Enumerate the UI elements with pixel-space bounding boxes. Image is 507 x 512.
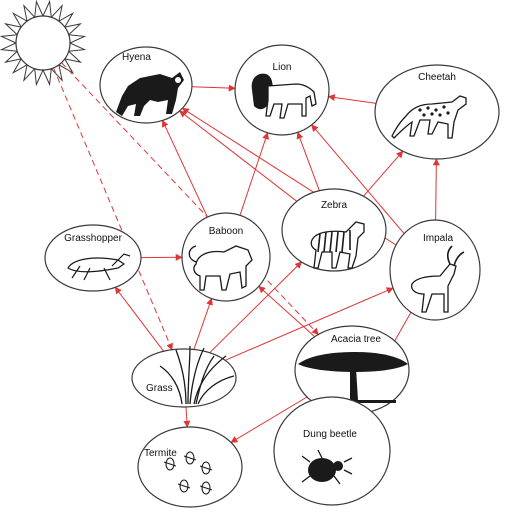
arrow-acacia-to-baboon [258, 285, 316, 338]
grass-icon [159, 345, 235, 405]
node-grass: Grass [131, 345, 237, 408]
node-label-termite: Termite [144, 448, 177, 459]
node-lion: Lion [234, 44, 330, 136]
sun-ray [3, 23, 22, 36]
impala-icon [410, 245, 465, 313]
sun-ray [68, 42, 87, 52]
baboon-icon [188, 245, 253, 291]
sun-ray [34, 68, 44, 87]
sun-ray [58, 58, 75, 75]
hyena-icon [116, 72, 184, 116]
sun-ray [0, 34, 18, 44]
sun-ray [23, 3, 36, 22]
node-label-cheetah: Cheetah [418, 72, 456, 83]
sun-ray [42, 68, 52, 87]
sun-ray [11, 11, 28, 28]
node-cheetah: Cheetah [374, 64, 500, 160]
dung-beetle-icon [301, 449, 353, 485]
sun-ray [23, 64, 36, 83]
node-hyena: Hyena [99, 46, 193, 124]
arrow-zebra-to-lion [296, 131, 320, 191]
arrow-zebra-to-hyena [179, 110, 298, 202]
lion-icon [251, 73, 317, 119]
arrow-impala-to-lion [311, 124, 405, 234]
arrow-sun-to-acacia [61, 62, 319, 336]
sun-ray [50, 3, 63, 22]
sun-ray [11, 58, 28, 75]
node-label-hyena: Hyena [122, 52, 151, 63]
node-grasshopper: Grasshopper [44, 224, 142, 292]
node-termite: Termite [137, 426, 243, 508]
node-acacia-tree: Acacia tree [294, 325, 410, 415]
arrow-hyena-to-lion [191, 84, 236, 92]
arrow-zebra-to-cheetah [363, 150, 404, 197]
node-label-dung-beetle: Dung beetle [303, 429, 357, 440]
grasshopper-icon [67, 253, 131, 281]
sun-ray [42, 0, 52, 18]
arrow-cheetah-to-lion [327, 94, 377, 104]
arrow-baboon-to-hyena [161, 119, 208, 218]
node-baboon: Baboon [181, 212, 271, 302]
sun-ray [50, 64, 63, 83]
sun-ray [58, 11, 75, 28]
arrow-grass-to-grasshopper [114, 286, 165, 352]
node-zebra: Zebra [281, 188, 387, 272]
node-label-lion: Lion [273, 62, 292, 73]
node-label-acacia-tree: Acacia tree [331, 334, 381, 345]
node-label-grasshopper: Grasshopper [64, 233, 122, 244]
arrow-grass-to-baboon [193, 297, 213, 350]
node-label-impala: Impala [423, 233, 453, 244]
sun-ray [68, 34, 87, 44]
arrow-baboon-to-lion [239, 132, 269, 216]
sun-ray [64, 50, 83, 63]
sun-ray [0, 42, 18, 52]
cheetah-icon [391, 95, 467, 139]
arrow-impala-to-cheetah [432, 158, 440, 221]
sun-ray [64, 23, 83, 36]
sun-icon [0, 0, 87, 87]
node-label-zebra: Zebra [321, 200, 348, 211]
arrow-sun-to-grass [53, 67, 173, 351]
node-label-baboon: Baboon [209, 226, 243, 237]
node-impala: Impala [389, 219, 481, 321]
termite-icon [163, 451, 213, 495]
zebra-icon [310, 221, 365, 269]
arrow-grass-to-termite [183, 406, 191, 428]
sun-ray [34, 0, 44, 18]
node-dung-beetle: Dung beetle [273, 396, 391, 506]
arrow-acacia-to-termite [230, 396, 308, 443]
arrow-grass-to-zebra [209, 261, 302, 354]
sun-ray [3, 50, 22, 63]
node-label-grass: Grass [146, 383, 173, 394]
